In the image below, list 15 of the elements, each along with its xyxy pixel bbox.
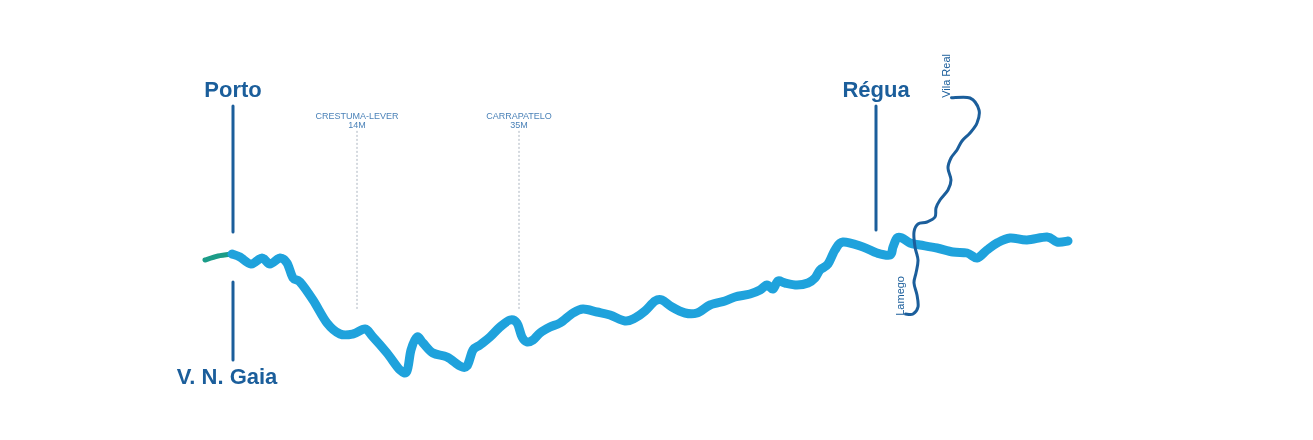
place-label: Vila Real: [940, 54, 952, 98]
dashed-leader-line: [356, 130, 358, 311]
leader-line: [874, 104, 878, 232]
dam-name: CARRAPATELO: [486, 112, 552, 122]
leader-line: [231, 280, 235, 362]
leader-line: [231, 104, 235, 234]
winding-line: [904, 95, 981, 317]
place-label: Porto: [204, 73, 262, 106]
dashed-leader-line: [518, 130, 520, 311]
dam-name: CRESTUMA-LEVER: [315, 112, 399, 122]
place-label: Lamego: [894, 276, 906, 316]
dam-height: 35M: [510, 121, 528, 131]
place-label: Régua: [842, 73, 910, 106]
dam-height: 14M: [348, 121, 366, 131]
place-label: V. N. Gaia: [176, 360, 278, 393]
